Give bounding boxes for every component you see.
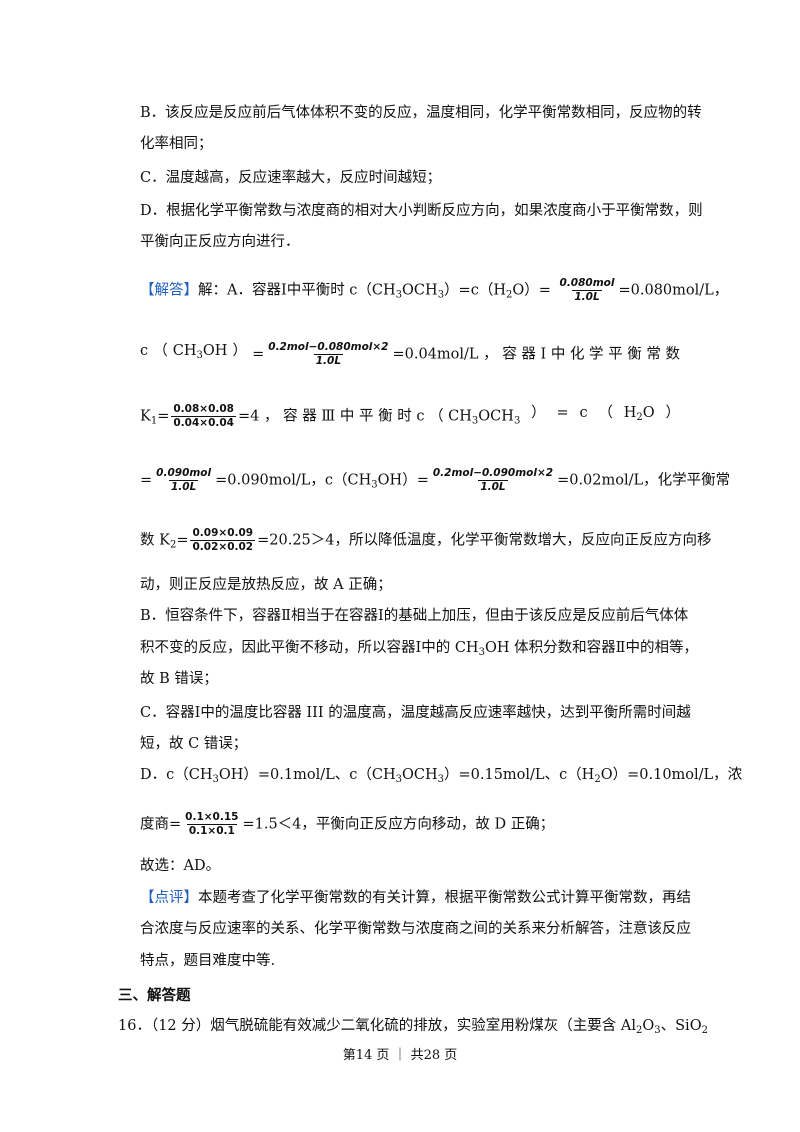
fraction-2-num: 0.2mol−0.080mol×2 bbox=[268, 341, 389, 353]
answer-line2-tail: =0.04mol/L ， 容 器 Ⅰ 中 化 学 平 衡 常 数 bbox=[392, 346, 681, 363]
page-footer: 第14 页 ｜ 共28 页 bbox=[342, 1048, 458, 1063]
section-heading: 三、解答题 bbox=[118, 987, 191, 1004]
answer-line5-tail: =20.25＞4，所以降低温度，化学平衡常数增大，反应向正反应方向移 bbox=[257, 532, 712, 549]
fraction-5-den: 1.0L bbox=[480, 481, 506, 493]
option-d-line1: D．根据化学平衡常数与浓度商的相对大小判断反应方向，如果浓度商小于平衡常数，则 bbox=[140, 203, 703, 219]
fraction-6-den: 0.02×0.02 bbox=[190, 540, 256, 553]
fraction-3-num: 0.08×0.08 bbox=[173, 403, 234, 415]
answer-b-line2b: OH 体积分数和容器Ⅱ中的相等， bbox=[484, 640, 698, 656]
comment-line1: 【点评】本题考查了化学平衡常数的有关计算，根据平衡常数公式计算平衡常数，再结 bbox=[140, 888, 691, 908]
fraction-2: 0.2mol−0.080mol×2 1.0L bbox=[266, 341, 390, 368]
answer-d-line2-tail: =1.5＜4，平衡向正反应方向移动，故 D 正确； bbox=[242, 816, 555, 833]
answer-line3-mid: =4 ， 容 器 Ⅲ 中 平 衡 时 c （ CH bbox=[238, 408, 472, 425]
answer-line4-mid: =0.090mol/L，c（CH bbox=[215, 472, 372, 489]
fraction-4: 0.090mol 1.0L bbox=[154, 467, 213, 494]
fraction-1-den: 1.0L bbox=[574, 291, 600, 303]
answer-b-line2: 积不变的反应，因此平衡不移动，所以容器Ⅰ中的 CH3OH 体积分数和容器Ⅱ中的相… bbox=[140, 640, 698, 658]
fraction-1-num: 0.080mol bbox=[559, 277, 615, 289]
fraction-3-den: 0.04×0.04 bbox=[171, 416, 236, 429]
answer-tag: 【解答】 bbox=[140, 282, 198, 299]
option-b-line2: 化率相同； bbox=[140, 136, 213, 152]
option-d-line2: 平衡向正反应方向进行． bbox=[140, 234, 300, 250]
fraction-7-num: 0.1×0.15 bbox=[185, 811, 239, 823]
answer-line1-tail: =0.080mol/L， bbox=[618, 282, 729, 299]
fraction-1: 0.080mol 1.0L bbox=[558, 277, 617, 304]
option-c: C．温度越高，反应速率越大，反应时间越短； bbox=[140, 170, 442, 186]
answer-choice: 故选：AD。 bbox=[140, 858, 221, 874]
answer-d-line1: D．c（CH3OH）=0.1mol/L、c（CH3OCH3）=0.15mol/L… bbox=[140, 767, 743, 785]
answer-line1: 【解答】解：A．容器Ⅰ中平衡时 c（CH3OCH3）=c（H2O）= 0.080… bbox=[140, 277, 729, 304]
comment-tag: 【点评】 bbox=[140, 890, 198, 906]
answer-line4-tail: =0.02mol/L，化学平衡常 bbox=[557, 472, 731, 489]
question-16-text: 16．（12 分）烟气脱硫能有效减少二氧化硫的排放，实验室用粉煤灰（主要含 Al bbox=[118, 1018, 636, 1034]
comment-line2: 合浓度与反应速率的关系、化学平衡常数与浓度商之间的关系来分析解答，注意该反应 bbox=[140, 921, 691, 937]
answer-b-line1: B．恒容条件下，容器Ⅱ相当于在容器Ⅰ的基础上加压，但由于该反应是反应前后气体体 bbox=[140, 608, 689, 624]
answer-b-line3: 故 B 错误； bbox=[140, 671, 218, 687]
comment-line1-text: 本题考查了化学平衡常数的有关计算，根据平衡常数公式计算平衡常数，再结 bbox=[198, 890, 691, 906]
fraction-7-den: 0.1×0.1 bbox=[186, 824, 237, 837]
answer-line6: 动，则正反应是放热反应，故 A 正确； bbox=[140, 577, 392, 593]
answer-c-line2: 短，故 C 错误； bbox=[140, 736, 248, 752]
answer-intro: 解：A．容器Ⅰ中平衡时 c（CH bbox=[198, 282, 396, 299]
fraction-6-num: 0.09×0.09 bbox=[192, 527, 254, 539]
fraction-4-den: 1.0L bbox=[170, 481, 197, 493]
fraction-5-num: 0.2mol−0.090mol×2 bbox=[432, 467, 554, 479]
question-16: 16．（12 分）烟气脱硫能有效减少二氧化硫的排放，实验室用粉煤灰（主要含 Al… bbox=[118, 1018, 708, 1036]
fraction-4-num: 0.090mol bbox=[156, 467, 212, 479]
fraction-2-den: 1.0L bbox=[315, 355, 342, 367]
answer-c-line1: C．容器Ⅰ中的温度比容器 III 的温度高，温度越高反应速率越快，达到平衡所需时… bbox=[140, 705, 691, 721]
comment-line3: 特点，题目难度中等. bbox=[140, 953, 276, 969]
fraction-5: 0.2mol−0.090mol×2 1.0L bbox=[431, 467, 555, 494]
answer-b-line2a: 积不变的反应，因此平衡不移动，所以容器Ⅰ中的 CH bbox=[140, 640, 479, 656]
option-b-line1: B．该反应是反应前后气体体积不变的反应，温度相同，化学平衡常数相同，反应物的转 bbox=[140, 105, 702, 121]
